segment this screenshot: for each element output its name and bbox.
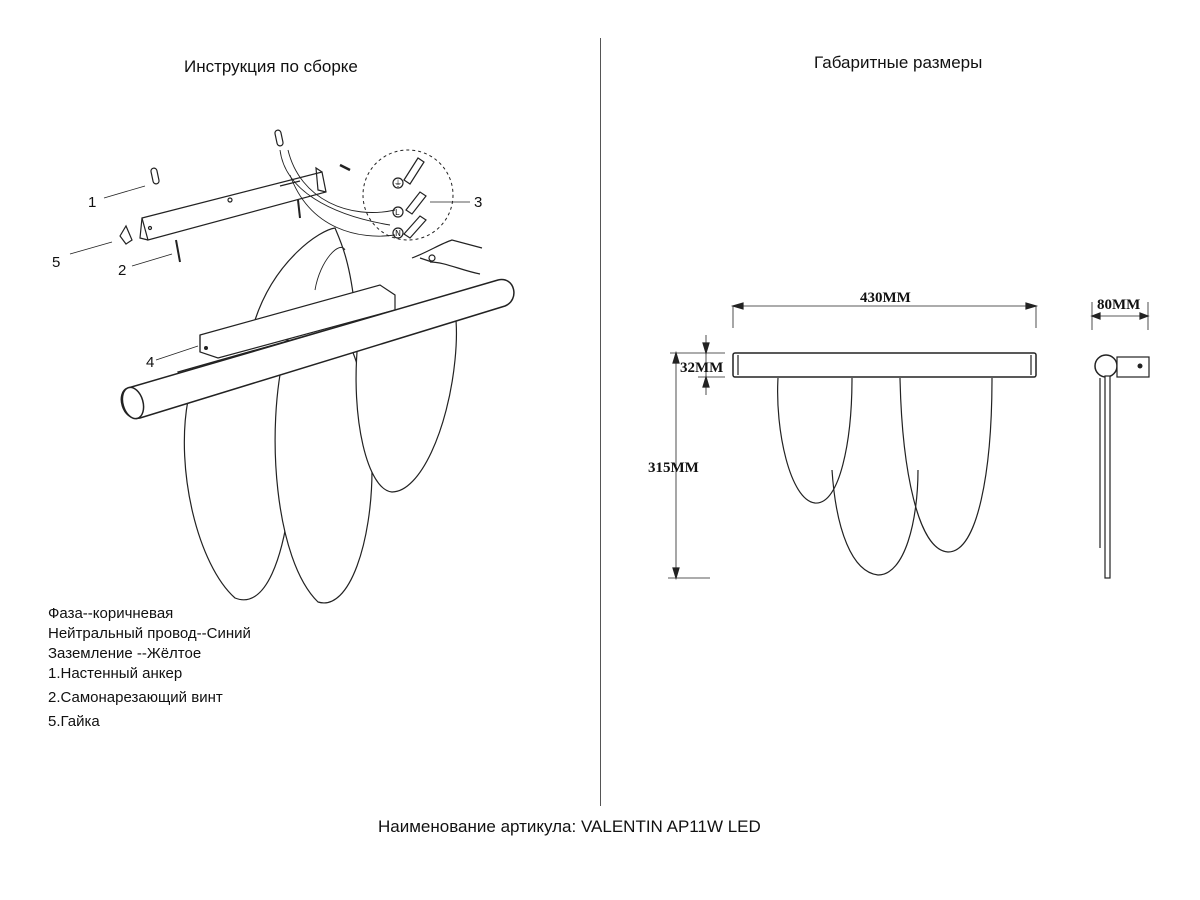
front-shade-left [777, 377, 853, 504]
wire-connector-detail [362, 149, 454, 241]
note-neutral: Нейтральный провод--Синий [48, 625, 251, 642]
dimension-drawing [668, 302, 1150, 581]
section-divider [600, 38, 601, 806]
callout-3: 3 [474, 194, 482, 211]
live-symbol: L [395, 208, 400, 217]
callout-5: 5 [52, 254, 60, 271]
bar-height-dimension: 32MM [680, 360, 723, 376]
side-base [1116, 356, 1150, 378]
total-height-dimension: 315MM [648, 460, 699, 476]
wall-anchor [150, 167, 160, 185]
assembly-instructions-title: Инструкция по сборке [184, 57, 358, 76]
article-name: Наименование артикула: VALENTIN AP11W LE… [378, 817, 761, 836]
note-ground: Заземление --Жёлтое [48, 645, 202, 662]
pliers-tool [411, 239, 483, 275]
wiring-notes: Фаза--коричневая Нейтральный провод--Син… [48, 604, 251, 732]
width-dimension: 430MM [860, 290, 911, 306]
note-screw: 2.Самонарезающий винт [48, 689, 223, 706]
note-nut: 5.Гайка [48, 713, 100, 730]
dimensions-title: Габаритные размеры [814, 53, 983, 72]
ground-symbol: ⏚ [394, 179, 402, 188]
light-tube [120, 278, 515, 419]
shade-back-right [254, 227, 356, 321]
shade-right [355, 299, 458, 493]
neutral-symbol: N [395, 229, 401, 238]
depth-dimension: 80MM [1097, 297, 1140, 313]
front-shade-right [899, 377, 993, 553]
front-shade-middle [831, 469, 919, 576]
nut [119, 224, 133, 245]
side-tube [1094, 354, 1118, 378]
side-shade [1104, 375, 1111, 579]
note-phase: Фаза--коричневая [48, 605, 174, 622]
callout-1: 1 [88, 194, 96, 211]
callout-2: 2 [118, 262, 126, 279]
assembly-drawing [69, 129, 515, 604]
front-bar [732, 352, 1037, 378]
note-anchor: 1.Настенный анкер [48, 665, 183, 682]
callout-4: 4 [146, 354, 154, 371]
